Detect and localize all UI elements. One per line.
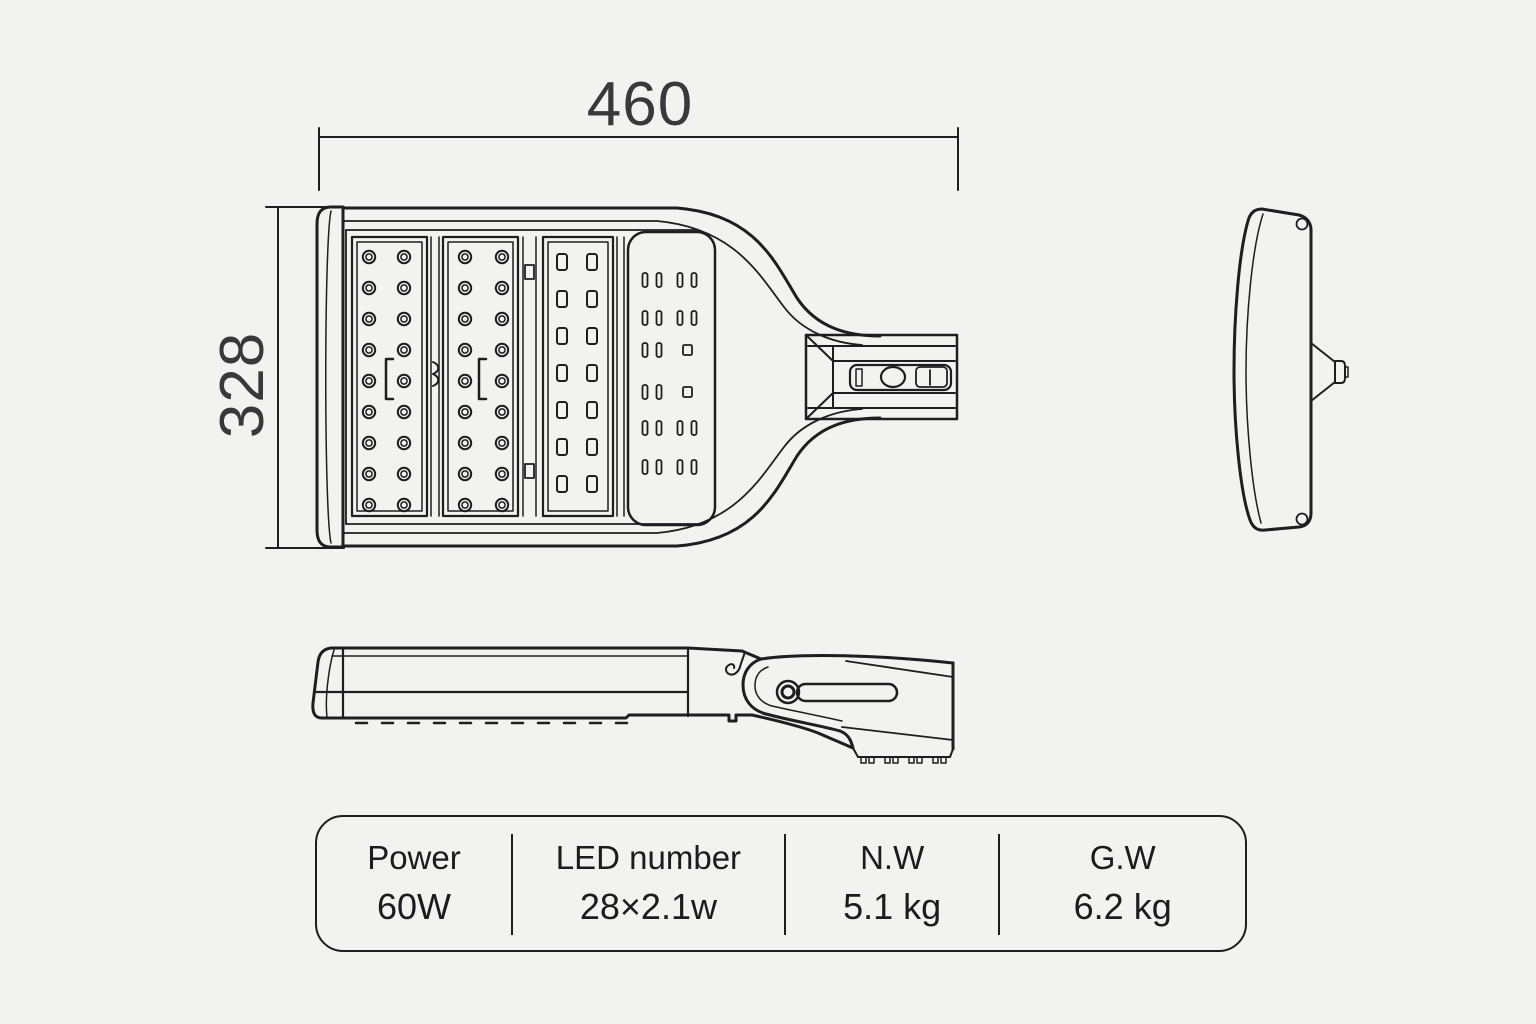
table-divider xyxy=(510,834,513,935)
panel-divider-2 xyxy=(523,237,536,516)
spec-power-value: 60W xyxy=(376,886,451,928)
spec-col-power: Power 60W xyxy=(317,817,511,950)
spec-gw-label: G.W xyxy=(1089,839,1156,877)
adjustment-slot xyxy=(797,684,897,701)
height-dimension-label: 328 xyxy=(208,331,277,439)
spec-power-label: Power xyxy=(367,839,461,877)
table-divider xyxy=(998,834,1001,935)
mounting-bracket-side xyxy=(726,652,953,757)
driver-panel xyxy=(628,232,715,525)
spec-led-value: 28×2.1w xyxy=(579,886,717,928)
terminal-teeth xyxy=(861,757,946,763)
side-view-drawing xyxy=(313,648,953,763)
width-dimension xyxy=(319,128,958,190)
spec-gw-value: 6.2 kg xyxy=(1073,886,1172,928)
pivot-bolt xyxy=(777,681,799,703)
cable-curl xyxy=(726,652,745,675)
spec-nw-value: 5.1 kg xyxy=(843,886,942,928)
width-dimension-label: 460 xyxy=(586,70,694,139)
end-view-drawing xyxy=(1234,209,1348,530)
spec-table: Power 60W LED number 28×2.1w N.W 5.1 kg … xyxy=(315,815,1247,952)
housing-left-cap xyxy=(317,207,343,547)
screw-top xyxy=(1297,219,1308,230)
screw-bottom xyxy=(1297,514,1308,525)
spec-col-led-number: LED number 28×2.1w xyxy=(513,817,784,950)
mounting-bracket-plan xyxy=(806,335,957,419)
spec-nw-label: N.W xyxy=(860,839,925,877)
panel-divider-1 xyxy=(431,237,439,516)
spec-col-gross-weight: G.W 6.2 kg xyxy=(1000,817,1245,950)
bracket-bolt xyxy=(881,367,905,387)
spec-col-net-weight: N.W 5.1 kg xyxy=(786,817,999,950)
led-panel-2 xyxy=(443,237,518,516)
led-array xyxy=(363,251,697,511)
wire-clip xyxy=(433,362,438,386)
slot-panel xyxy=(543,237,613,516)
led-panel-1 xyxy=(352,237,427,516)
top-view-drawing xyxy=(317,207,957,547)
spec-led-label: LED number xyxy=(555,839,742,877)
mount-stub xyxy=(1311,343,1348,401)
panel-divider-3 xyxy=(617,237,624,516)
table-divider xyxy=(783,834,786,935)
height-dimension xyxy=(266,207,344,548)
